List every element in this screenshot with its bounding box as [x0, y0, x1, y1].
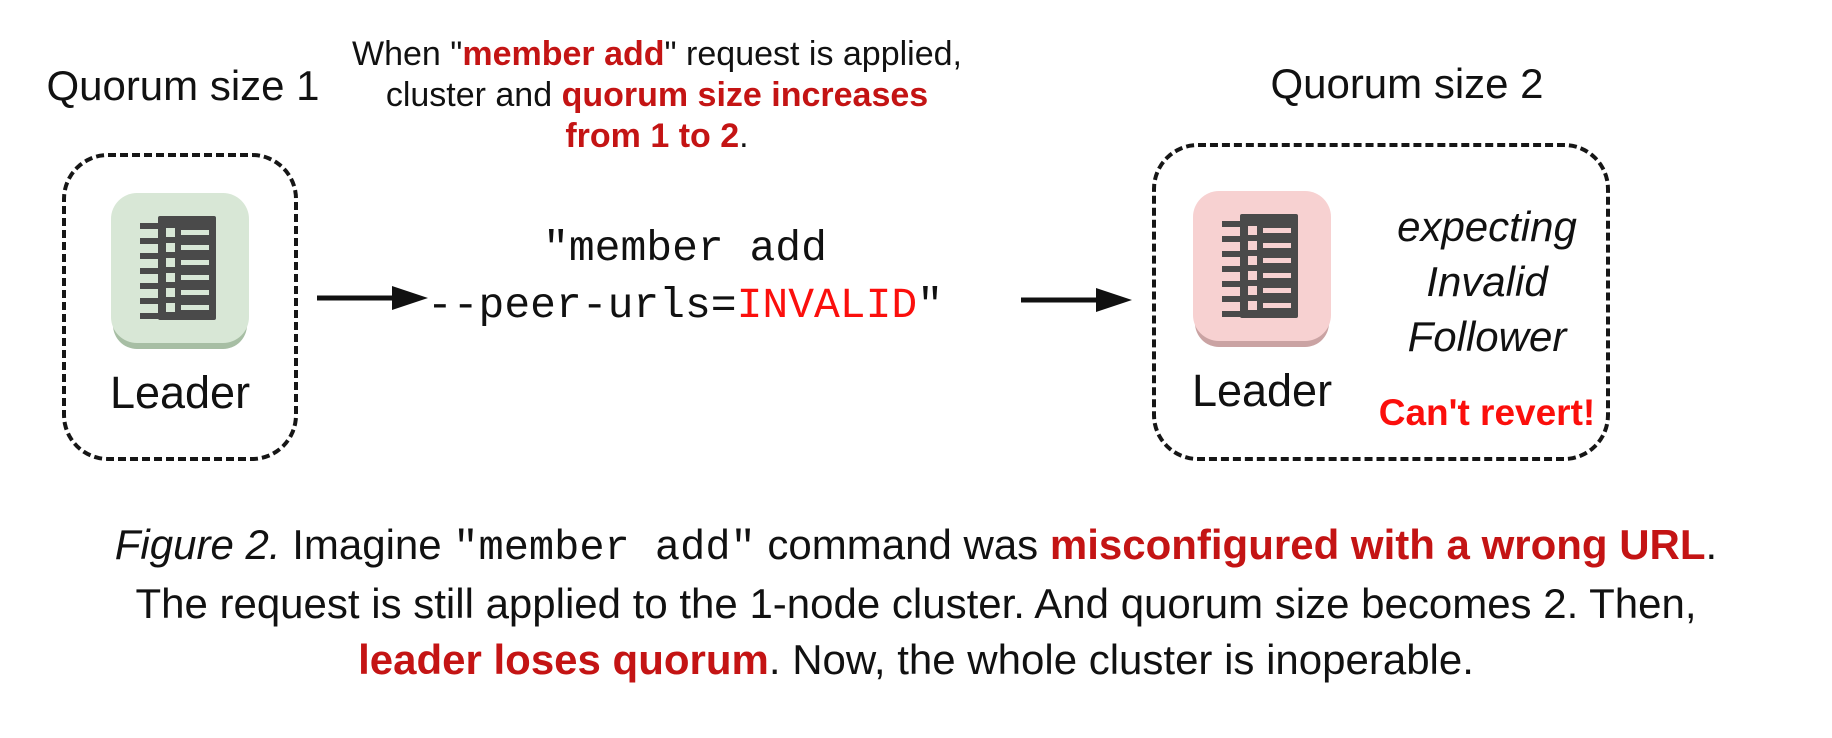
expecting-line2: Invalid — [1426, 258, 1548, 305]
expecting-line1: expecting — [1397, 203, 1577, 250]
quorum2-title: Quorum size 2 — [1270, 60, 1544, 107]
annotation-line3-end: . — [739, 117, 749, 155]
leader1-label: Leader — [109, 367, 251, 418]
caption-line3-end: . Now, the whole cluster is inoperable. — [768, 636, 1474, 683]
arrow-right-icon — [317, 286, 428, 310]
command-line2-end: " — [917, 281, 944, 330]
figure-caption: Figure 2. Imagine "member add" command w… — [0, 517, 1832, 688]
annotation-line3: from 1 to 2. — [352, 116, 962, 157]
annotation-line2: cluster and quorum size increases — [352, 75, 962, 116]
command-invalid-value: INVALID — [736, 281, 918, 330]
annotation-line3-emphasis: from 1 to 2 — [565, 117, 740, 155]
quorum1-title: Quorum size 1 — [46, 62, 320, 109]
caption-line3-emphasis: leader loses quorum — [358, 636, 769, 683]
annotation-line1-post: " request is applied, — [664, 35, 962, 73]
leader2-tile — [1193, 191, 1331, 341]
caption-line1: Figure 2. Imagine "member add" command w… — [0, 517, 1832, 576]
command-line2-flag: --peer-urls= — [426, 281, 737, 330]
annotation-text: When "member add" request is applied, cl… — [352, 34, 962, 157]
quorum2-box: Leader expecting Invalid Follower Can't … — [1152, 143, 1610, 461]
leader1-tile — [111, 193, 249, 343]
caption-line1-end: . — [1705, 521, 1718, 568]
leader2-label: Leader — [1191, 365, 1333, 416]
command-text: "member add --peer-urls=INVALID" — [398, 220, 972, 334]
quorum2-status-column: expecting Invalid Follower Can't revert! — [1368, 147, 1606, 457]
caption-line3: leader loses quorum. Now, the whole clus… — [0, 632, 1832, 688]
caption-line2: The request is still applied to the 1-no… — [135, 580, 1697, 627]
annotation-line2-emphasis: quorum size increases — [561, 76, 929, 114]
caption-line1-a: Imagine — [280, 521, 454, 568]
server-list-icon — [140, 216, 216, 320]
figure-label: Figure 2. — [114, 521, 281, 568]
annotation-line1-pre: When " — [352, 35, 463, 73]
annotation-line1: When "member add" request is applied, — [352, 34, 962, 75]
command-line2: --peer-urls=INVALID" — [398, 277, 972, 334]
annotation-line1-emphasis: member add — [462, 35, 665, 73]
caption-line1-b: command was — [755, 521, 1050, 568]
arrow-right-icon — [1021, 288, 1132, 312]
annotation-line2-pre: cluster and — [385, 76, 562, 114]
expecting-line3: Follower — [1407, 313, 1567, 360]
expecting-text: expecting Invalid Follower — [1397, 199, 1577, 364]
command-line1: "member add — [543, 224, 827, 273]
caption-line1-code: "member add" — [453, 524, 756, 572]
cant-revert-warning: Can't revert! — [1378, 392, 1596, 433]
quorum1-box: Leader — [62, 153, 298, 461]
caption-line1-emphasis: misconfigured with a wrong URL — [1049, 521, 1706, 568]
quorum2-node-column: Leader — [1156, 147, 1368, 457]
server-list-icon — [1222, 214, 1298, 318]
